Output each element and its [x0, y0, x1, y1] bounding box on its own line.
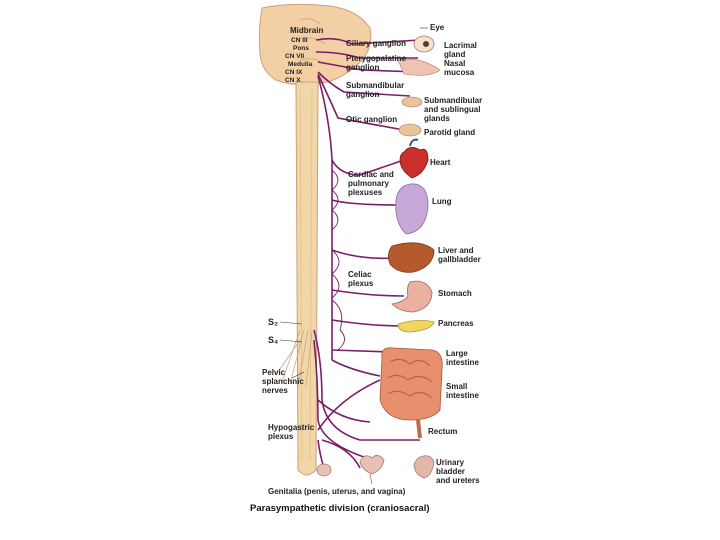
- label-lung: Lung: [432, 197, 452, 206]
- submandibular-gland-illustration: [401, 96, 423, 108]
- label-pons: Pons: [293, 45, 309, 52]
- label-otic-ganglion: Otic ganglion: [346, 115, 398, 124]
- brain-illustration: [258, 3, 372, 85]
- label-midbrain: Midbrain: [290, 26, 324, 35]
- spinal-cord: [295, 81, 319, 476]
- figure-caption: Parasympathetic division (craniosacral): [250, 503, 430, 514]
- label-heart: Heart: [430, 158, 451, 167]
- rectum-illustration: [416, 419, 422, 439]
- label-s2: S₂: [268, 317, 279, 327]
- label-rectum: Rectum: [428, 427, 458, 436]
- intestine-illustration: [379, 347, 443, 421]
- heart-illustration: [399, 147, 429, 179]
- label-eye: Eye: [430, 23, 445, 32]
- cauda-equina: [277, 329, 313, 387]
- genitalia-illustration: [316, 455, 385, 485]
- label-parotid-gland: Parotid gland: [424, 128, 476, 137]
- label-ciliary-ganglion: Ciliary ganglion: [346, 39, 407, 48]
- parotid-gland-illustration: [398, 123, 422, 137]
- label-medulla: Medulla: [288, 61, 313, 68]
- nasal-illustration: [397, 58, 441, 76]
- pancreas-illustration: [397, 320, 435, 333]
- lung-illustration: [395, 183, 429, 235]
- label-pancreas: Pancreas: [438, 319, 474, 328]
- label-stomach: Stomach: [438, 289, 472, 298]
- label-cn10: CN X: [285, 77, 301, 84]
- label-genitalia: Genitalia (penis, uterus, and vagina): [268, 487, 406, 496]
- bladder-illustration: [413, 455, 435, 479]
- stomach-illustration: [391, 280, 433, 313]
- label-cn3: CN III: [291, 37, 308, 44]
- label-cn9: CN IX: [285, 69, 303, 76]
- cranial-nerves: [315, 37, 421, 377]
- label-cn7: CN VII: [285, 53, 305, 60]
- label-s4: S₄: [268, 335, 279, 345]
- liver-illustration: [388, 242, 435, 273]
- eye-illustration: [413, 35, 435, 53]
- sacral-outflow: [313, 329, 420, 469]
